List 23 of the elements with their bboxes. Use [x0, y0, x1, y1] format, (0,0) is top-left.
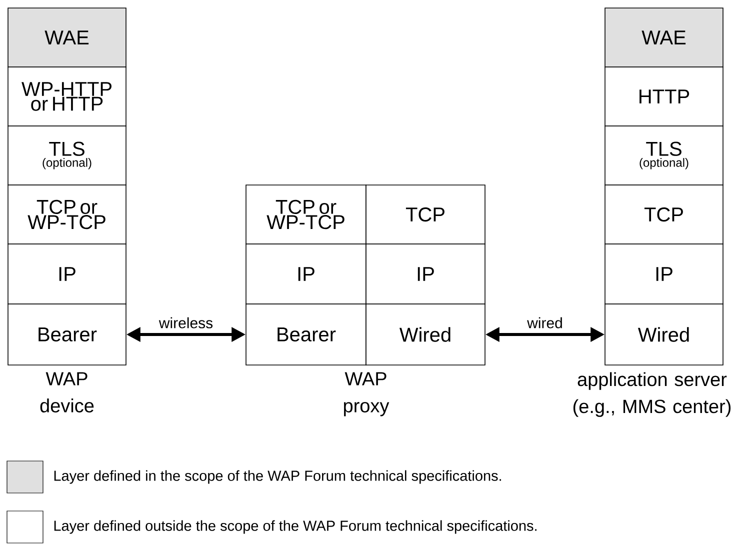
legend-text: Layer defined in the scope of the WAP Forum technical specifications.	[54, 470, 502, 484]
layer-box: TLS (optional)	[8, 126, 126, 186]
layer-box: IP	[604, 244, 724, 304]
layer-box: HTTP	[604, 66, 724, 126]
layer-box: TLS (optional)	[604, 126, 724, 186]
layer-box: WAE	[604, 8, 724, 68]
stack-caption: WAP proxy	[344, 372, 390, 416]
layer-box: Wired	[366, 304, 486, 366]
layer-box: IP	[246, 244, 366, 304]
layer-box: TCP	[366, 184, 486, 244]
layer-box: Wired	[604, 304, 724, 366]
layer-box: Bearer	[8, 304, 126, 366]
layer-box: IP	[366, 244, 486, 304]
edge-label: wireless	[158, 317, 213, 328]
legend-text: Layer defined outside the scope of the WAP Forum technical specifications.	[54, 520, 536, 534]
layer-box: TCP	[604, 184, 724, 244]
layer-box: TCP or WP-TCP	[8, 184, 126, 244]
layer-box: IP	[8, 244, 126, 304]
layer-box: Bearer	[246, 304, 366, 366]
layer-box: WAE	[8, 8, 126, 68]
layer-box: WP-HTTP or HTTP	[8, 66, 126, 126]
edge-label: wired	[527, 317, 562, 328]
layer-box: TCP or WP-TCP	[246, 184, 366, 244]
